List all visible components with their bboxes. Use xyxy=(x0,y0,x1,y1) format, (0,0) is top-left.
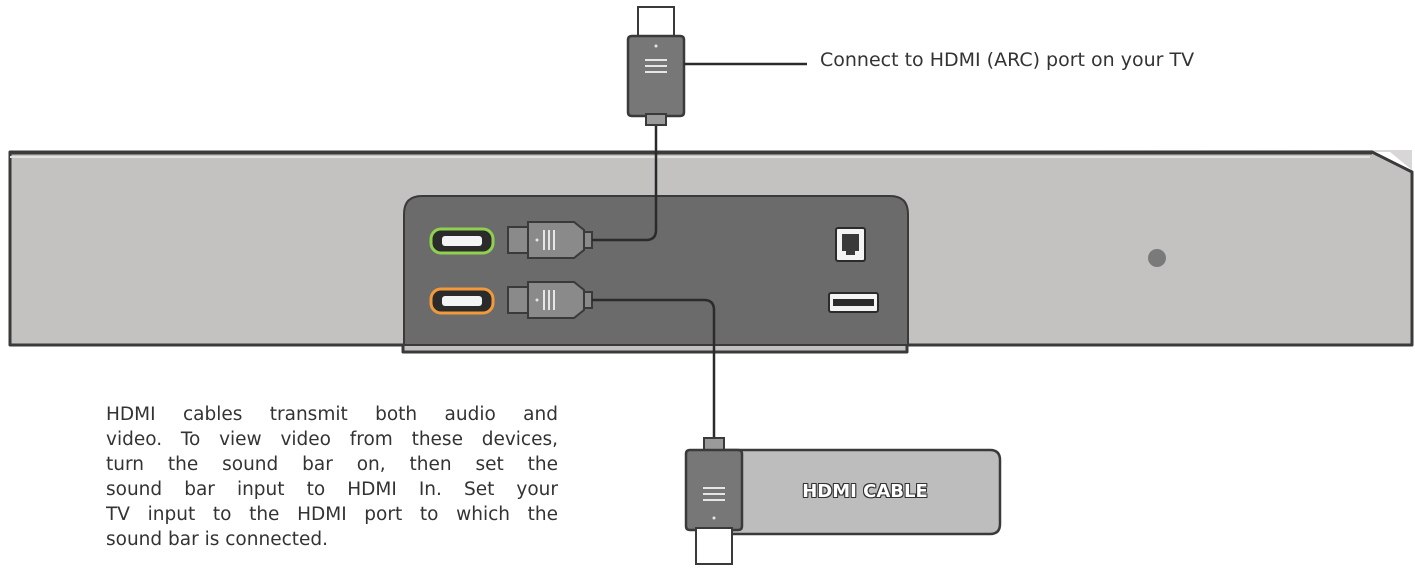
instruction-note: HDMI cables transmit both audio and vide… xyxy=(106,402,558,573)
hdmi-plug-1 xyxy=(507,221,593,259)
hdmi-port-2 xyxy=(429,287,495,315)
hdmi-plug-2 xyxy=(507,281,593,319)
hdmi-connector-tv xyxy=(626,6,686,126)
hdmi-cable-label-box xyxy=(718,448,1002,536)
hdmi-cable-to-device xyxy=(592,298,716,440)
note-line: sound bar is connected. xyxy=(106,529,329,550)
indicator-dot-icon xyxy=(1148,249,1166,267)
hdmi-cable-label: HDMI CABLE xyxy=(802,481,928,502)
port-panel xyxy=(403,195,909,346)
hdmi-cable-to-tv xyxy=(592,125,658,242)
note-line: HDMI cables transmit both audio and xyxy=(106,404,558,425)
usb-port-icon xyxy=(828,292,879,313)
note-line: TV input to the HDMI port to which the xyxy=(106,504,558,525)
callout-label: Connect to HDMI (ARC) port on your TV xyxy=(820,49,1195,71)
hdmi-port-1 xyxy=(429,227,495,255)
note-line: video. To view video from these devices, xyxy=(106,429,558,450)
hdmi-connector-device xyxy=(684,437,744,565)
ethernet-port-icon xyxy=(835,227,866,262)
note-line: sound bar input to HDMI In. Set your xyxy=(106,479,558,500)
note-line: turn the sound bar on, then set the xyxy=(106,454,558,475)
